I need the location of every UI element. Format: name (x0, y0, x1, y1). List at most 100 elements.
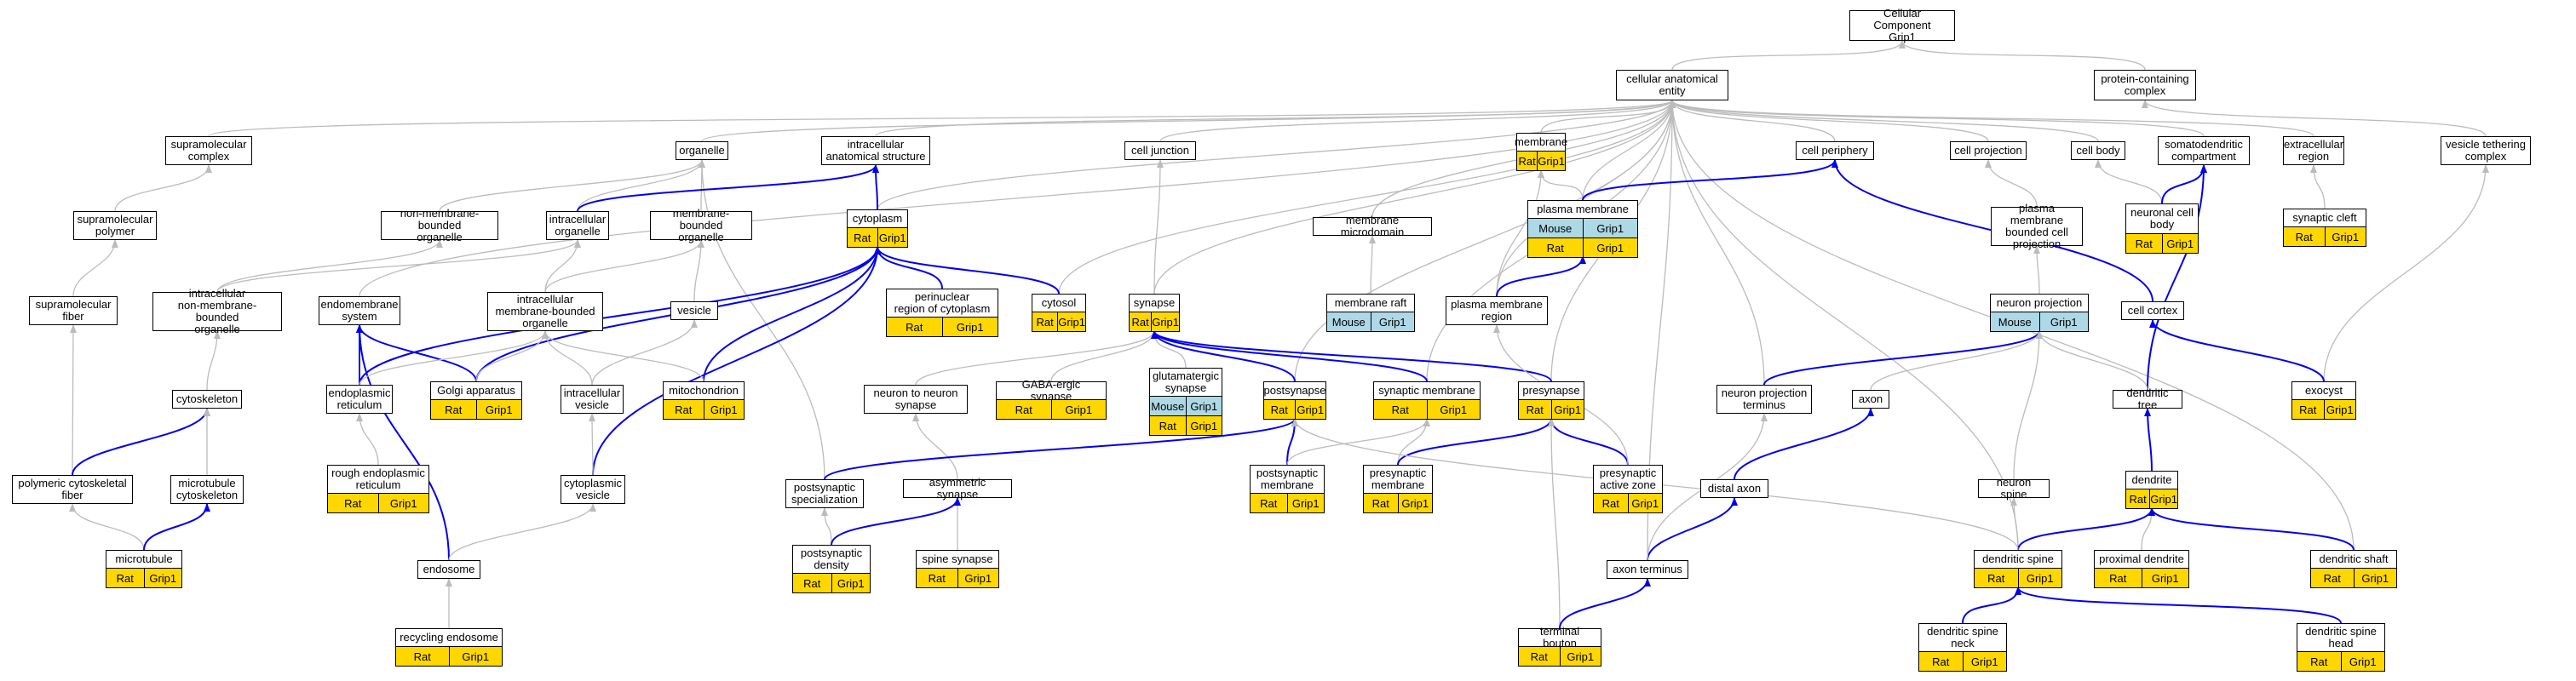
go-term-axon[interactable]: axon (1852, 390, 1889, 409)
gene-badge: Grip1 (1151, 312, 1179, 331)
go-term-vesicle-tethering[interactable]: vesicle tethering complex (2441, 136, 2531, 165)
go-term-pmbcp[interactable]: plasma membrane bounded cell projection (1991, 203, 2083, 250)
go-term-supra-fiber[interactable]: supramolecular fiber (29, 296, 118, 325)
go-term-cytoskeleton[interactable]: cytoskeleton (172, 390, 242, 409)
go-term-cyto-vesicle[interactable]: cytoplasmic vesicle (561, 475, 625, 504)
go-term-mt-cytoskeleton[interactable]: microtubule cytoskeleton (170, 475, 244, 504)
species-badge: Rat (2095, 569, 2142, 587)
go-term-n2n-synapse[interactable]: neuron to neuron synapse (864, 385, 968, 414)
go-term-imbo[interactable]: intracellular membrane-bounded organelle (487, 292, 603, 331)
part-of-edge-cyto_vesicle-to-cytoplasm (592, 246, 881, 476)
go-term-neuron-spine[interactable]: neuron spine (1978, 477, 2050, 501)
go-term-supra-polymer[interactable]: supramolecular polymer (73, 211, 157, 240)
species-badge: Rat (1517, 152, 1538, 170)
species-badge: Rat (2126, 234, 2162, 253)
go-term-organelle[interactable]: organelle (676, 141, 728, 160)
go-term-axon-terminus[interactable]: axon terminus (1607, 560, 1688, 579)
go-term-asym-synapse[interactable]: asymmetric synapse (903, 477, 1012, 501)
go-term-cell-cortex[interactable]: cell cortex (2121, 301, 2184, 320)
go-term-ias[interactable]: intracellular anatomical structure (821, 136, 930, 165)
go-term-extracellular[interactable]: extracellular region (2283, 136, 2344, 165)
gene-badge: Grip1 (2141, 569, 2188, 587)
go-term-np-terminus[interactable]: neuron projection terminus (1716, 385, 1812, 414)
go-term-label: dendrite (2131, 473, 2172, 486)
species-badge: Rat (328, 494, 378, 512)
go-term-cae[interactable]: cellular anatomical entity (1616, 70, 1728, 100)
go-term-cell-periphery[interactable]: cell periphery (1796, 141, 1874, 160)
part-of-edge-pm_region-to-plasma_membrane (1496, 255, 1586, 297)
go-term-intra-org[interactable]: intracellular organelle (546, 211, 609, 240)
go-term-label: cell periphery (1802, 144, 1868, 157)
go-term-cell-junction[interactable]: cell junction (1124, 141, 1196, 160)
gene-badge: Grip1 (1582, 219, 1637, 237)
go-term-label: intracellular organelle (549, 213, 607, 237)
go-term-somatodendritic[interactable]: somatodendritic compartment (2158, 136, 2250, 165)
go-term-pcc[interactable]: protein-containing complex (2094, 70, 2196, 100)
go-term-pm-region[interactable]: plasma membrane region (1446, 296, 1548, 325)
go-term-cell-projection[interactable]: cell projection (1950, 141, 2027, 160)
go-term-label: organelle (679, 144, 725, 157)
go-term-supra-complex[interactable]: supramolecular complex (165, 136, 252, 165)
go-term-endomembrane[interactable]: endomembrane system (319, 296, 400, 325)
go-term-endosome[interactable]: endosome (417, 560, 480, 579)
go-term-er[interactable]: endoplasmic reticulum (326, 385, 393, 414)
species-badge: Rat (2297, 652, 2341, 671)
go-term-nmbo[interactable]: non-membrane-bounded organelle (381, 208, 498, 243)
gene-badge: Grip1 (1582, 238, 1637, 257)
go-term-inmbo[interactable]: intracellular non-membrane-bounded organ… (152, 288, 282, 335)
go-term-postsyn-spec[interactable]: postsynaptic specialization (785, 479, 864, 508)
go-term-cell-body[interactable]: cell body (2071, 141, 2125, 160)
go-term-label: cell cortex (2127, 304, 2178, 317)
go-term-cc-grip1[interactable]: Cellular Component Grip1 (1849, 8, 1955, 43)
gene-badge: Grip1 (1185, 416, 1222, 435)
go-term-vesicle[interactable]: vesicle (670, 301, 718, 320)
go-term-intra-vesicle[interactable]: intracellular vesicle (561, 385, 624, 414)
part-of-edge-presyn_az-to-presynapse (1548, 418, 1629, 466)
go-term-distal-axon[interactable]: distal axon (1700, 479, 1768, 498)
go-term-mbo[interactable]: membrane-bounded organelle (650, 208, 752, 243)
go-term-dendritic-tree[interactable]: dendritic tree (2113, 387, 2182, 411)
go-term-polymeric-cf[interactable]: polymeric cytoskeletal fiber (12, 475, 133, 504)
part-of-edge-presynapse-to-synapse (1151, 330, 1552, 382)
is-a-edge-axon-to-neuron_projection (1870, 330, 2043, 391)
go-term-label: somatodendritic compartment (2165, 138, 2243, 163)
go-term-membrane-microdomain[interactable]: membrane microdomain (1313, 215, 1432, 238)
is-a-edge-dendritic_tree-to-neuron_projection (2036, 330, 2148, 391)
